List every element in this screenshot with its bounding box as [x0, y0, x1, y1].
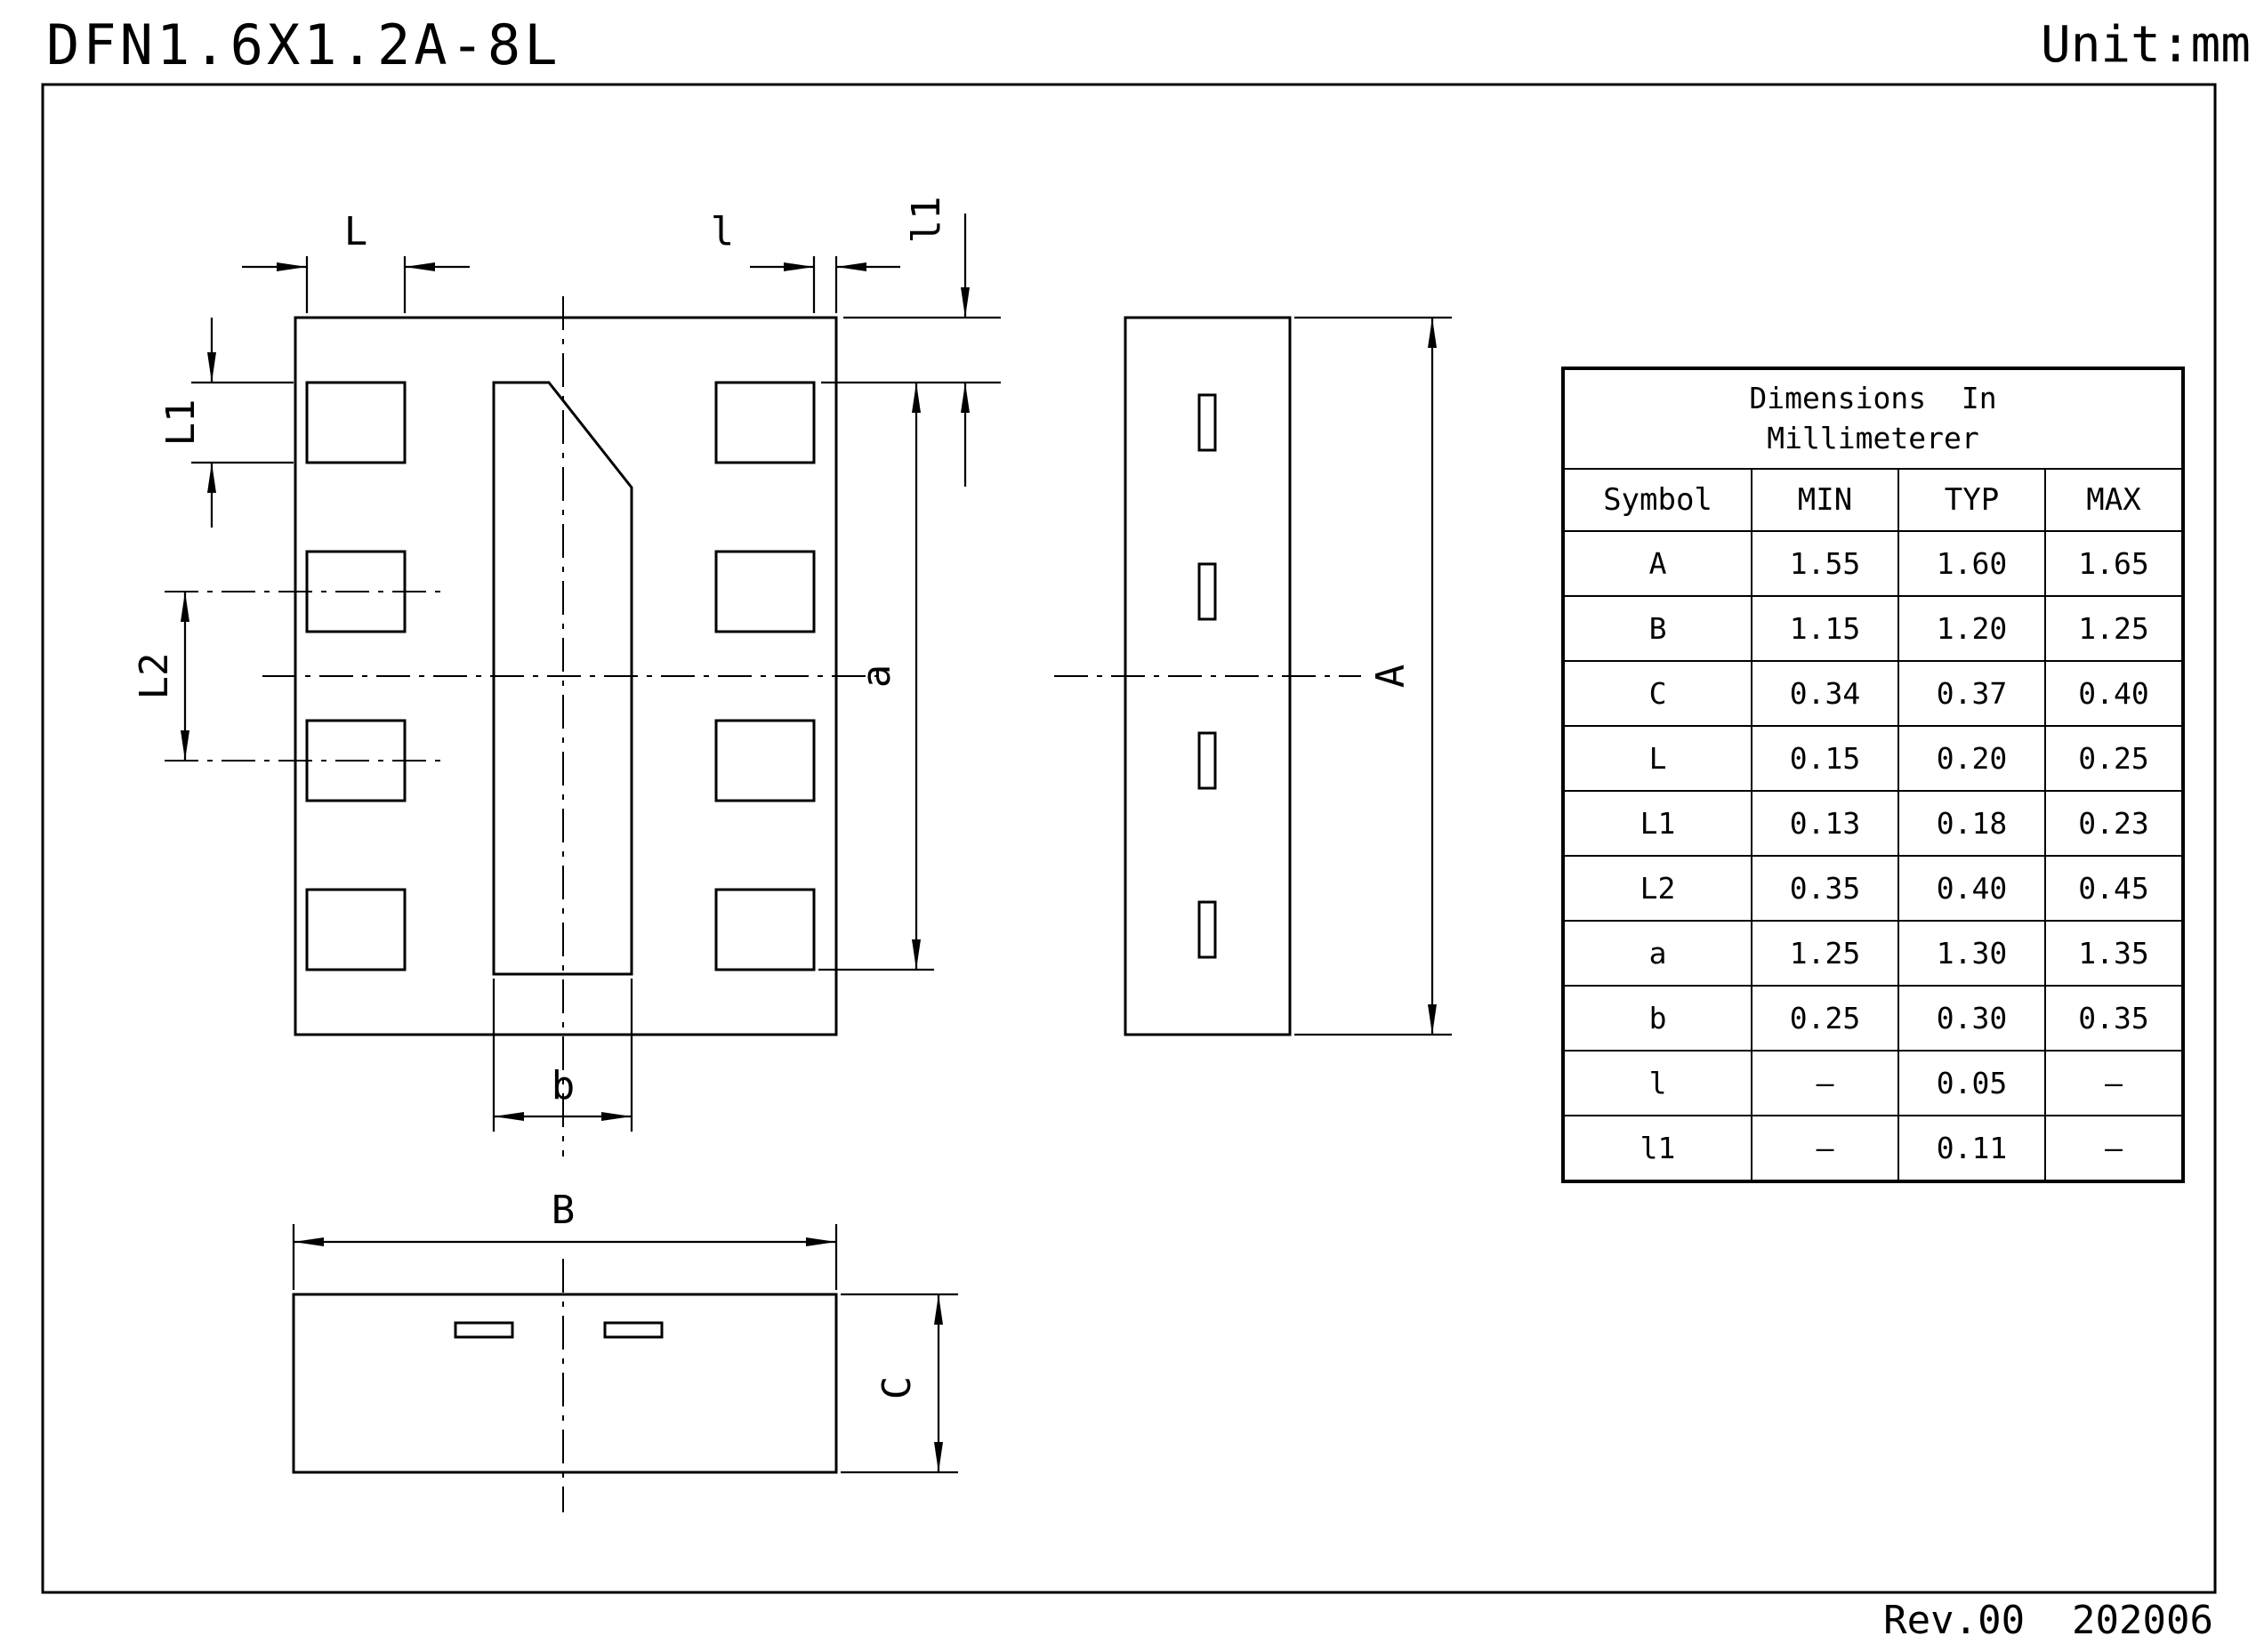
min-cell: –: [1751, 1050, 1899, 1116]
pad-left-4: [305, 888, 407, 971]
max-cell: –: [2044, 1115, 2184, 1182]
page-title: DFN1.6X1.2A-8L: [46, 12, 561, 77]
table-row: B 1.15 1.20 1.25: [1562, 595, 2184, 662]
typ-cell: 0.37: [1897, 660, 2046, 727]
dim-label-L: L: [344, 209, 368, 254]
min-cell: 0.25: [1751, 985, 1899, 1052]
typ-cell: 0.11: [1897, 1115, 2046, 1182]
table-header-row: Symbol MIN TYP MAX: [1562, 468, 2184, 532]
table-row: b 0.25 0.30 0.35: [1562, 985, 2184, 1052]
symbol-cell: C: [1562, 660, 1752, 727]
typ-cell: 0.40: [1897, 855, 2046, 922]
table-row: l – 0.05 –: [1562, 1050, 2184, 1116]
table-row: a 1.25 1.30 1.35: [1562, 920, 2184, 987]
bottom-slot-2: [603, 1321, 664, 1339]
dimension-labels: L l l1 L1 L2 a b A B C: [132, 197, 1414, 1400]
dim-label-L2: L2: [132, 653, 177, 700]
typ-cell: 0.20: [1897, 725, 2046, 792]
min-cell: 1.25: [1751, 920, 1899, 987]
symbol-cell: l1: [1562, 1115, 1752, 1182]
pad-right-4: [714, 888, 816, 971]
table-row: L1 0.13 0.18 0.23: [1562, 790, 2184, 857]
dim-label-b: b: [552, 1063, 576, 1108]
pad-right-1: [714, 381, 816, 464]
symbol-cell: L2: [1562, 855, 1752, 922]
max-cell: 1.35: [2044, 920, 2184, 987]
max-cell: 1.65: [2044, 530, 2184, 597]
bottom-outline: [292, 1293, 838, 1474]
symbol-cell: b: [1562, 985, 1752, 1052]
table-row: A 1.55 1.60 1.65: [1562, 530, 2184, 597]
min-cell: –: [1751, 1115, 1899, 1182]
symbol-cell: A: [1562, 530, 1752, 597]
side-slot-1: [1197, 393, 1217, 452]
top-view: [165, 296, 876, 1156]
min-cell: 0.13: [1751, 790, 1899, 857]
typ-cell: 1.20: [1897, 595, 2046, 662]
revision-label: Rev.00 202006: [1883, 1598, 2213, 1643]
table-row: C 0.34 0.37 0.40: [1562, 660, 2184, 727]
pad-right-3: [714, 719, 816, 802]
side-slot-4: [1197, 900, 1217, 959]
min-cell: 0.34: [1751, 660, 1899, 727]
pad-left-1: [305, 381, 407, 464]
max-cell: –: [2044, 1050, 2184, 1116]
bottom-view: [292, 1259, 838, 1512]
max-cell: 0.23: [2044, 790, 2184, 857]
table-row: l1 – 0.11 –: [1562, 1115, 2184, 1182]
typ-cell: 0.05: [1897, 1050, 2046, 1116]
max-cell: 0.25: [2044, 725, 2184, 792]
side-outline: [1124, 316, 1292, 1036]
side-view-dimensions: [1294, 316, 1452, 1036]
top-view-dimensions: [181, 214, 1001, 1132]
table-row: L 0.15 0.20 0.25: [1562, 725, 2184, 792]
dim-label-l: l: [711, 209, 735, 254]
pad-right-2: [714, 550, 816, 633]
symbol-cell: L1: [1562, 790, 1752, 857]
symbol-cell: B: [1562, 595, 1752, 662]
col-header-typ: TYP: [1897, 468, 2046, 532]
dim-label-A: A: [1368, 665, 1414, 689]
side-view: [1054, 316, 1361, 1036]
min-cell: 0.15: [1751, 725, 1899, 792]
table-title-line2: Millimeterer: [1767, 421, 1979, 455]
typ-cell: 0.30: [1897, 985, 2046, 1052]
dimensions-table: Dimensions In Millimeterer Symbol MIN TY…: [1561, 367, 2185, 1183]
max-cell: 0.35: [2044, 985, 2184, 1052]
min-cell: 1.15: [1751, 595, 1899, 662]
bottom-slot-1: [454, 1321, 514, 1339]
dim-label-C: C: [874, 1376, 920, 1400]
typ-cell: 0.18: [1897, 790, 2046, 857]
min-cell: 1.55: [1751, 530, 1899, 597]
dim-label-B: B: [552, 1188, 576, 1233]
symbol-cell: L: [1562, 725, 1752, 792]
side-slot-3: [1197, 731, 1217, 790]
dim-label-L1: L1: [158, 399, 204, 447]
max-cell: 0.45: [2044, 855, 2184, 922]
side-slot-2: [1197, 562, 1217, 621]
unit-label: Unit:mm: [2040, 16, 2251, 74]
dim-label-l1: l1: [904, 197, 949, 244]
table-title-row: Dimensions In Millimeterer: [1562, 367, 2184, 470]
table-title-line1: Dimensions In: [1749, 381, 1997, 416]
col-header-min: MIN: [1751, 468, 1899, 532]
col-header-max: MAX: [2044, 468, 2184, 532]
page-border-frame: [41, 83, 2217, 1594]
max-cell: 1.25: [2044, 595, 2184, 662]
typ-cell: 1.60: [1897, 530, 2046, 597]
bottom-view-dimensions: [292, 1224, 958, 1474]
col-header-symbol: Symbol: [1562, 468, 1752, 532]
table-row: L2 0.35 0.40 0.45: [1562, 855, 2184, 922]
symbol-cell: a: [1562, 920, 1752, 987]
table-title: Dimensions In Millimeterer: [1562, 367, 2184, 470]
symbol-cell: l: [1562, 1050, 1752, 1116]
min-cell: 0.35: [1751, 855, 1899, 922]
dim-label-a: a: [854, 665, 899, 689]
exposed-pad-chamfered: [492, 381, 633, 976]
max-cell: 0.40: [2044, 660, 2184, 727]
typ-cell: 1.30: [1897, 920, 2046, 987]
